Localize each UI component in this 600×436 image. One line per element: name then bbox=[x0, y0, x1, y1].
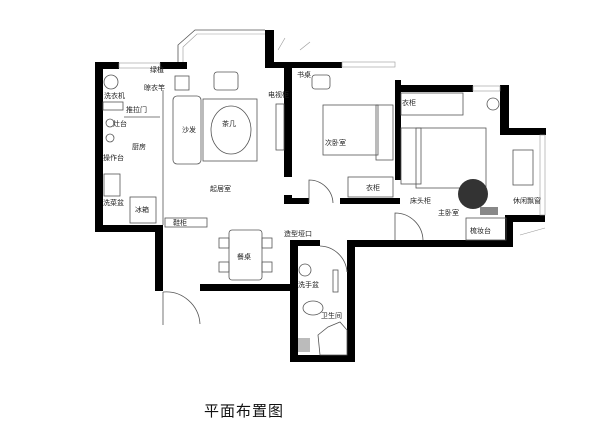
washer-icon bbox=[103, 74, 119, 90]
side-table-icon bbox=[174, 75, 190, 91]
stove-burner-icon bbox=[105, 133, 115, 143]
door-icon bbox=[308, 179, 334, 204]
label-second-bedroom: 次卧室 bbox=[325, 138, 346, 147]
wardrobe-icon bbox=[347, 176, 394, 198]
label-dresser: 梳妆台 bbox=[470, 226, 491, 235]
sink-icon bbox=[103, 173, 121, 197]
door-icon bbox=[319, 245, 348, 273]
plan-title: 平面布置图 bbox=[204, 402, 285, 420]
chair-icon bbox=[218, 261, 230, 273]
stove-burner-icon bbox=[105, 118, 115, 128]
label-sliding-door: 推拉门 bbox=[126, 105, 147, 114]
entrance-door-icon bbox=[162, 291, 201, 325]
label-counter: 操作台 bbox=[103, 153, 124, 162]
label-arch-opening: 造型垭口 bbox=[284, 229, 312, 238]
chair-icon bbox=[218, 237, 230, 249]
label-wash-basin: 洗手盆 bbox=[298, 280, 319, 289]
label-stove: 灶台 bbox=[113, 119, 127, 128]
shoe-cabinet-icon bbox=[164, 217, 208, 228]
walls bbox=[95, 30, 546, 362]
label-plants: 绿植 bbox=[150, 65, 164, 74]
kitchen-window bbox=[118, 62, 161, 69]
chair-icon bbox=[261, 261, 273, 273]
tv-cabinet-icon bbox=[275, 103, 285, 151]
plant-icon bbox=[486, 97, 500, 111]
sofa-icon bbox=[172, 95, 202, 165]
fridge-icon bbox=[129, 196, 157, 224]
label-kitchen: 厨房 bbox=[132, 142, 146, 151]
label-sink: 洗菜盆 bbox=[103, 198, 124, 207]
living-bay-window-inner bbox=[182, 33, 265, 62]
master-bedroom-window bbox=[472, 85, 501, 92]
label-shoe-cabinet: 鞋柜 bbox=[173, 218, 187, 227]
dresser-icon bbox=[465, 217, 507, 241]
armchair-icon bbox=[213, 71, 239, 91]
door-icon bbox=[394, 212, 424, 241]
label-drying-rack: 晾衣竿 bbox=[144, 83, 165, 92]
round-rug-icon bbox=[458, 179, 488, 209]
label-wardrobe-2: 衣柜 bbox=[366, 183, 380, 192]
label-fridge: 冰箱 bbox=[135, 205, 149, 214]
label-bay-window: 休闲飘窗 bbox=[513, 196, 541, 205]
wash-basin-icon bbox=[298, 263, 312, 277]
label-washer: 洗衣机 bbox=[104, 91, 125, 100]
label-master-bedroom: 主卧室 bbox=[438, 208, 459, 217]
shower-icon bbox=[317, 321, 348, 356]
label-bathroom: 卫生间 bbox=[321, 311, 342, 320]
cushion-icon bbox=[512, 149, 534, 186]
tea-table-icon bbox=[210, 105, 252, 155]
chair-icon bbox=[261, 237, 273, 249]
wardrobe-icon bbox=[400, 92, 464, 116]
label-wardrobe-1: 衣柜 bbox=[402, 98, 416, 107]
label-dining-table: 餐桌 bbox=[237, 252, 251, 261]
label-nightstand: 床头柜 bbox=[410, 196, 431, 205]
bed-icon bbox=[322, 104, 379, 156]
label-sofa: 沙发 bbox=[182, 125, 196, 134]
dining-table-icon bbox=[228, 229, 263, 281]
label-desk: 书桌 bbox=[297, 70, 311, 79]
desk-chair-icon bbox=[311, 74, 331, 90]
label-tea-table: 茶几 bbox=[222, 119, 236, 128]
toilet-icon bbox=[302, 300, 324, 316]
second-bedroom-window bbox=[341, 61, 396, 68]
bed-icon bbox=[415, 127, 487, 189]
label-tv-cabinet: 电视柜 bbox=[268, 90, 289, 99]
rug-icon bbox=[202, 98, 258, 162]
living-bay-window bbox=[177, 29, 265, 62]
bay-window-glass bbox=[539, 134, 546, 216]
label-living-room: 起居室 bbox=[210, 184, 231, 193]
